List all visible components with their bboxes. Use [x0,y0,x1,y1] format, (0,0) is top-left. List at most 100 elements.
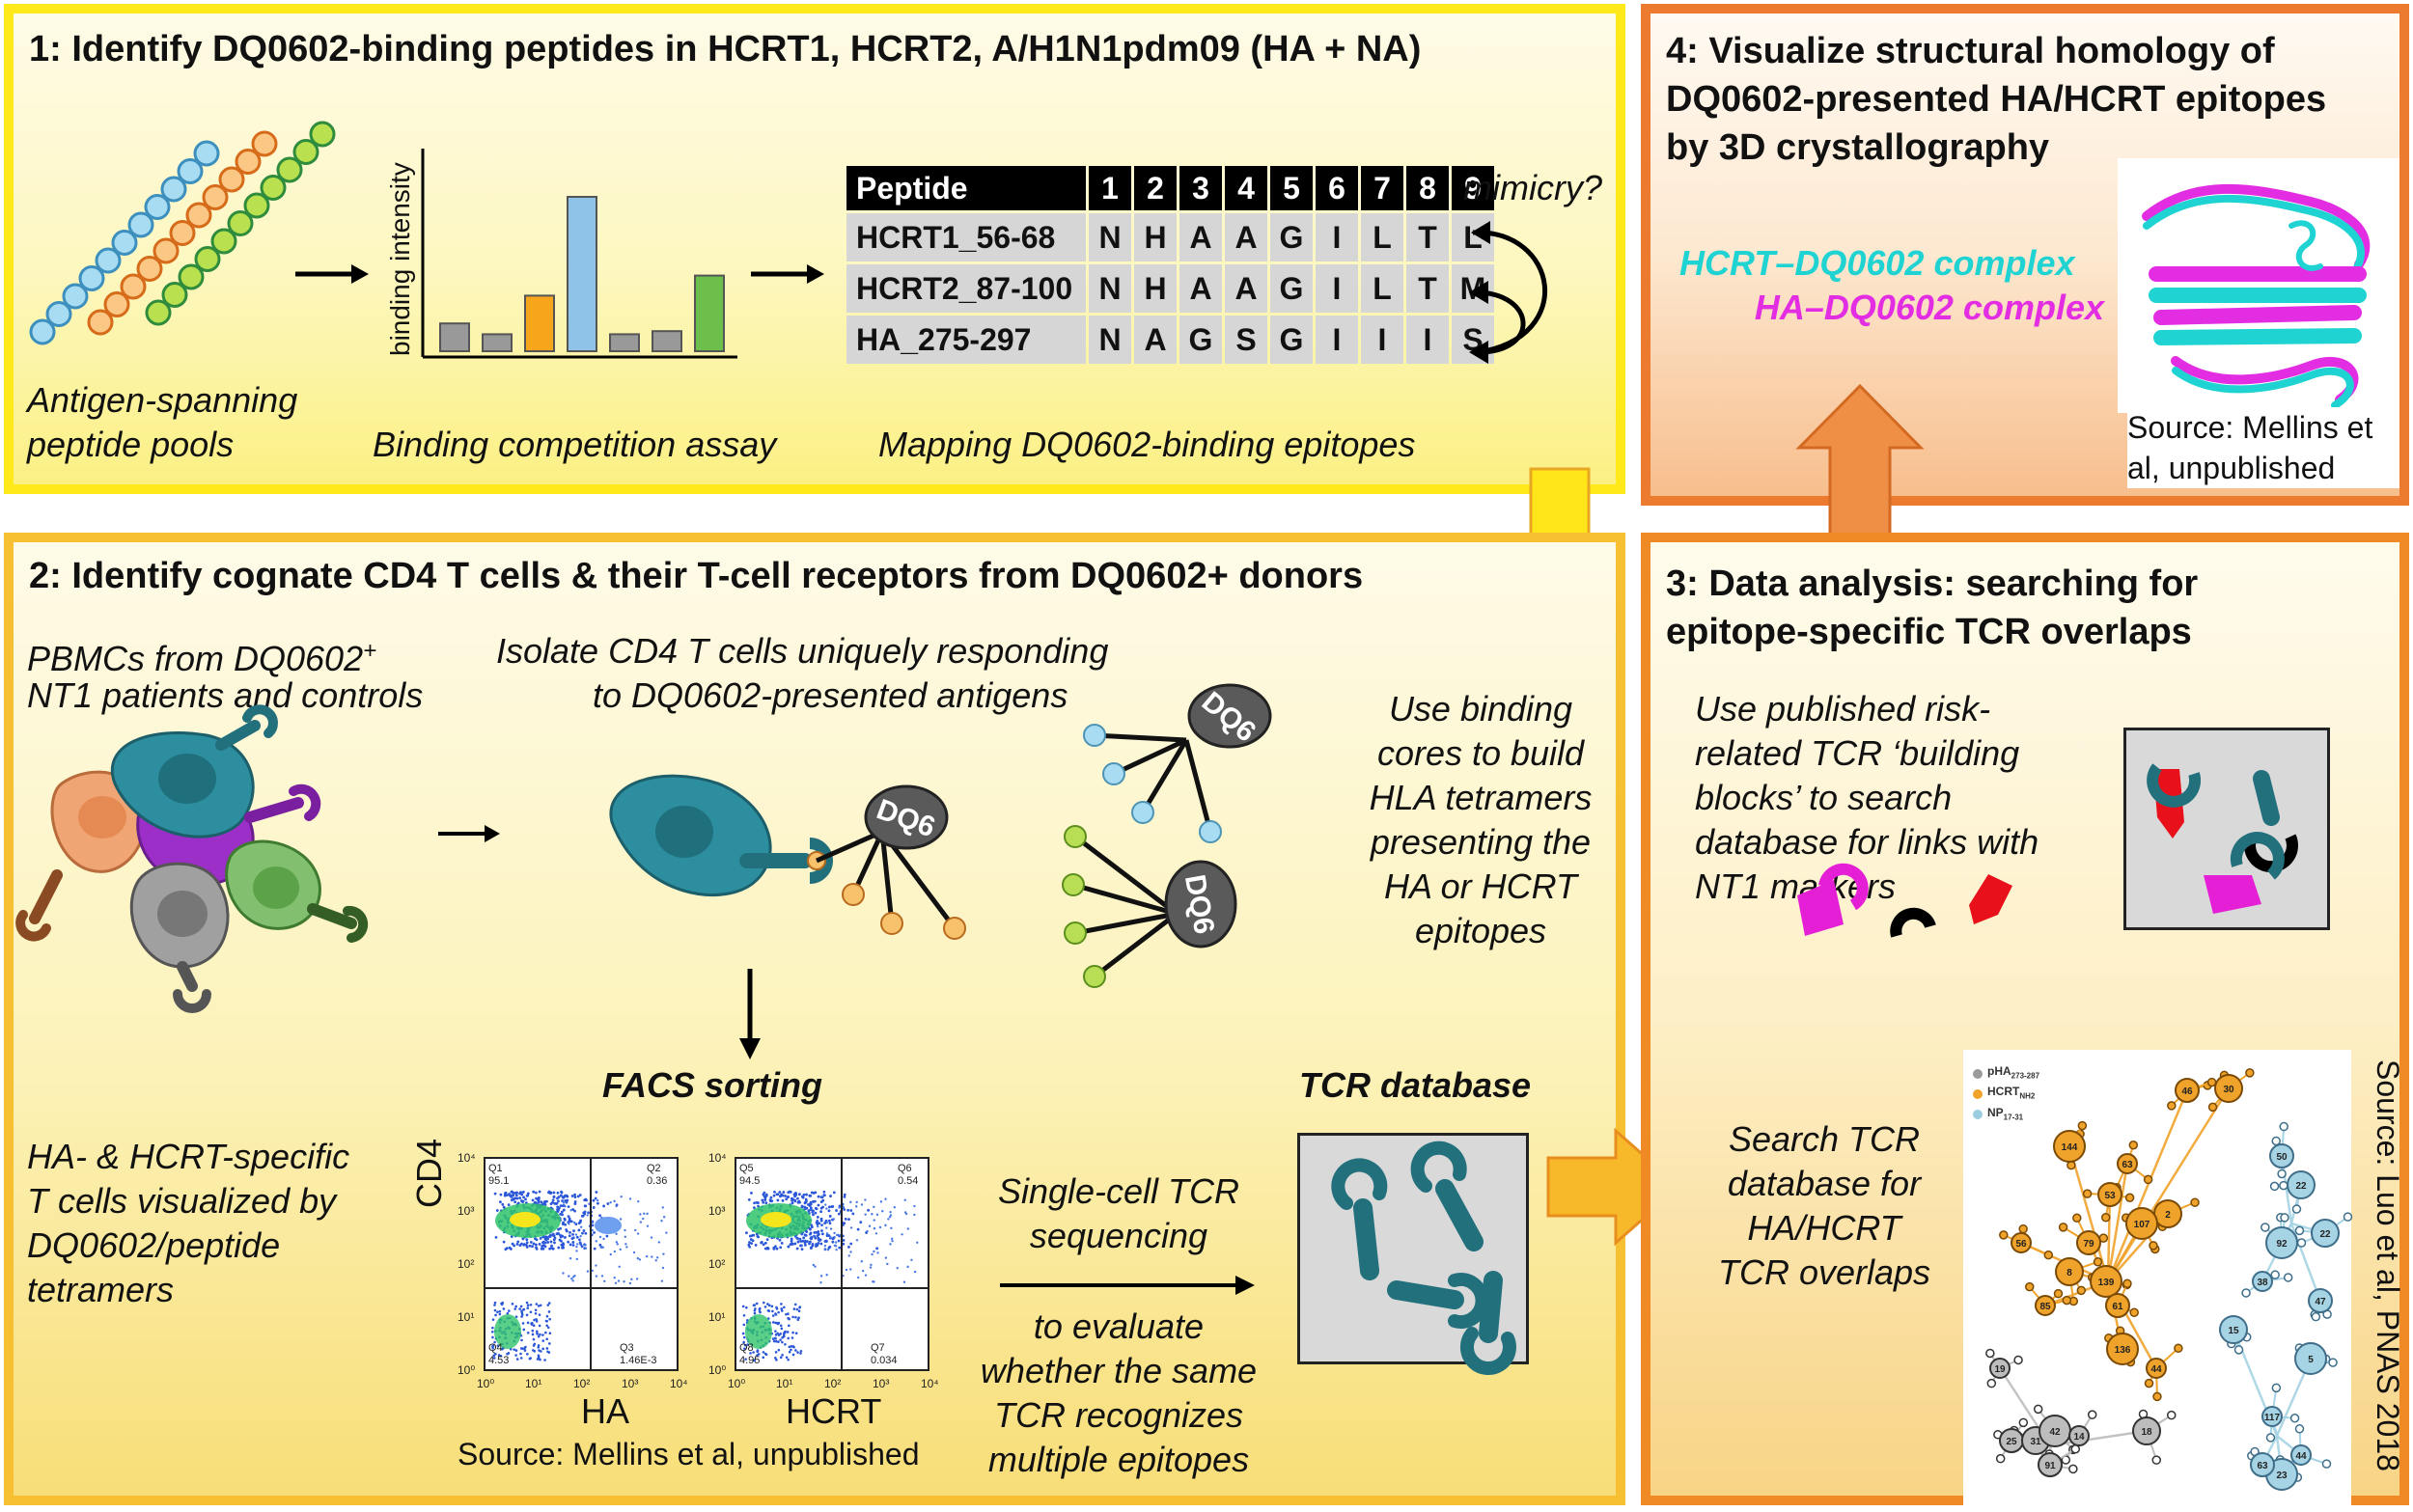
crystal-source: Source: Mellins et al, unpublished [2127,407,2399,488]
sequencing-line1: Single-cell TCR [997,1171,1240,1211]
assay-ylabel: binding intensity [385,162,415,356]
isolate-line2: to DQ0602-presented antigens [593,675,1068,715]
tcr-receptor-icons [1331,1141,1516,1376]
residue-cell: G [1270,213,1313,261]
network-node [2146,1358,2167,1379]
pools-caption-line1: Antigen-spanning [27,380,298,420]
residue-cell: N [1089,213,1131,261]
facs-plots: Q195.1Q20.36Q31.46E-3Q44.5310⁰10⁰10¹10¹1… [458,1151,939,1390]
network-node-label: 38 [2257,1278,2268,1288]
residue-cell: I [1316,264,1358,313]
peptide-bead [227,210,254,236]
panel4-title-line2: DQ0602-presented HA/HCRT epitopes [1666,79,2327,120]
network-node [2106,1333,2139,1365]
table-header-peptide: Peptide [846,166,1086,210]
sequencing-line2: sequencing [1029,1216,1208,1255]
network-node [2308,1288,2333,1313]
facs-y-tick: 10⁰ [708,1363,726,1377]
network-node-label: 61 [2112,1302,2123,1312]
facs-source: Source: Mellins et al, unpublished [458,1437,920,1471]
visualized-text-line-1: HA- & HCRT-specific [27,1137,350,1176]
peptide-bead [62,283,89,310]
crystal-source-line2: al, unpublished [2127,451,2336,485]
network-node-label: 136 [2115,1345,2131,1356]
crystal-source-line1: Source: Mellins et [2127,410,2373,445]
assay-bar [652,330,682,352]
tetramer-text-line-3: HLA tetramers [1369,778,1593,817]
published-text-line-1: Use published risk- [1695,689,1991,729]
network-source: Source: Luo et al, PNAS 2018 [2371,1059,2405,1471]
network-legend-item: HCRTNH2 [1973,1084,2039,1104]
network-node-label: 19 [1994,1364,2006,1375]
facs-x-tick: 10² [573,1377,590,1390]
network-node [2287,1170,2316,1199]
published-text-line-2: related TCR ‘building [1695,733,2020,773]
facs-plot: Q195.1Q20.36Q31.46E-3Q44.5310⁰10⁰10¹10¹1… [458,1151,688,1390]
peptide-name: HCRT1_56-68 [846,213,1086,261]
peptide-bead [78,265,105,291]
network-node-label: 117 [2264,1413,2281,1423]
peptide-bead [136,256,163,282]
quadrant-value: 94.5 [739,1175,760,1187]
arrow-right-icon [295,264,369,284]
legend-subscript: 17-31 [2003,1113,2024,1122]
quadrant-value: 4.95 [739,1355,760,1366]
peptide-bead [145,299,172,326]
network-node-label: 56 [2015,1239,2027,1250]
assay-bar [439,322,470,352]
assay-caption: Binding competition assay [373,425,777,464]
facs-title: FACS sorting [602,1065,823,1105]
network-node-label: 44 [2295,1451,2307,1462]
pbmc-line1: PBMCs from DQ0602 [27,639,364,678]
network-node-label: 31 [2030,1437,2041,1447]
network-node-label: 139 [2098,1278,2115,1288]
facs-y-tick: 10⁴ [708,1151,727,1165]
facs-x-tick: 10⁴ [670,1377,688,1390]
tcell-tetramer-illustration: DQ6 [609,774,966,940]
network-node-label: 22 [2295,1181,2307,1192]
residue-cell: T [1406,264,1449,313]
quadrant-id: Q5 [739,1163,754,1174]
facs-x-tick: 10⁰ [477,1377,494,1390]
facs-x-tick: 10⁰ [728,1377,745,1390]
table-header-position: 5 [1270,166,1313,210]
residue-cell: A [1134,316,1177,364]
published-text-line-4: database for links with [1695,822,2039,862]
hla-tetramers-illustration: DQ6 DQ6 [1062,683,1272,988]
quadrant-id: Q6 [898,1163,912,1174]
network-node [2290,1444,2312,1466]
pbmc-caption: PBMCs from DQ0602+ [27,629,376,681]
facs-x-tick: 10¹ [776,1377,792,1390]
peptide-bead [202,184,229,210]
network-node [2214,1074,2243,1103]
peptide-bead [193,140,220,167]
legend-label: NP17-31 [1987,1105,2024,1122]
network-node-label: 46 [2181,1086,2193,1097]
network-node [2261,1406,2283,1427]
peptide-bead [111,230,138,256]
network-node-label: 18 [2141,1427,2152,1438]
network-legend-item: pHA273-287 [1973,1063,2039,1084]
evaluate-text-line-2: whether the same [980,1351,1258,1390]
peptide-bead [103,291,130,317]
panel1-title: 1: Identify DQ0602-binding peptides in H… [29,29,1422,69]
network-node-label: 23 [2276,1471,2288,1481]
residue-cell: G [1179,316,1222,364]
network-node-label: 25 [2006,1437,2017,1447]
legend-label: pHA273-287 [1987,1064,2040,1081]
network-node [1989,1358,2011,1379]
network-node-label: 79 [2083,1239,2094,1250]
facs-y-tick: 10² [458,1257,474,1271]
facs-plot: Q594.5Q60.54Q70.034Q84.9510⁰10⁰10¹10¹10²… [708,1151,939,1390]
building-blocks-box [2123,728,2330,930]
evaluate-text-line-3: TCR recognizes [993,1395,1244,1435]
table-header-position: 3 [1179,166,1222,210]
tetramer-text-line-2: cores to build [1376,733,1585,773]
pbmc-cluster-illustration [15,704,369,1013]
facs-x-tick: 10⁴ [921,1377,939,1390]
network-node-label: 2 [2165,1210,2171,1221]
facs-y-tick: 10⁴ [458,1151,476,1165]
legend-subscript: NH2 [2019,1091,2036,1101]
